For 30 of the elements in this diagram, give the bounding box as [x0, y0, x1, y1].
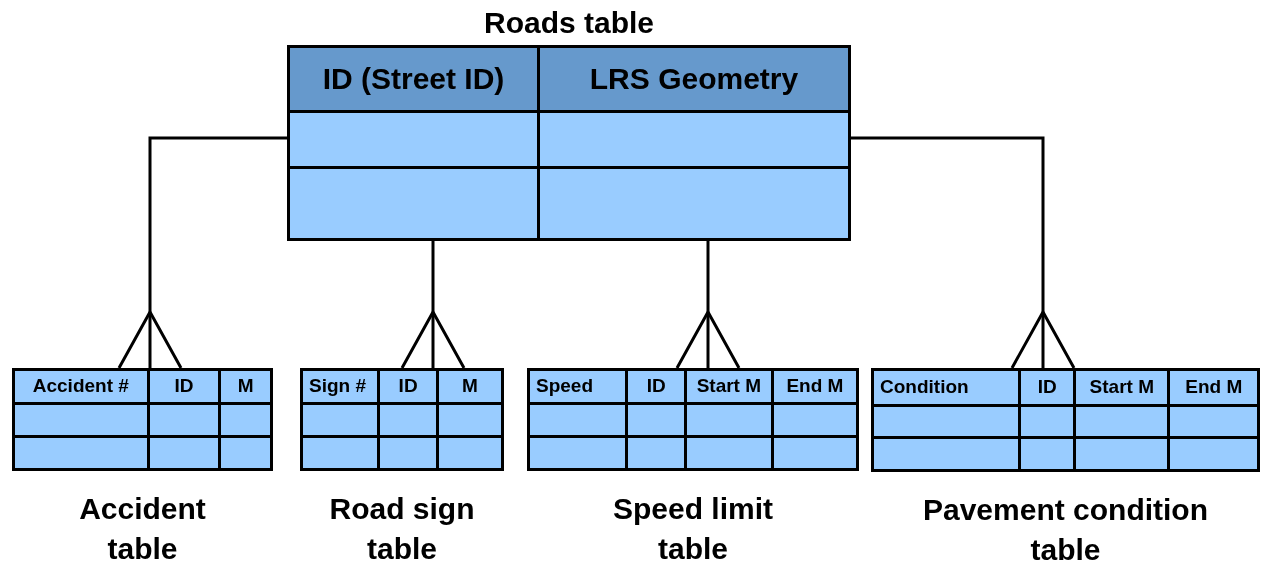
data-table	[300, 368, 504, 471]
table-title: Road sign table	[328, 491, 476, 567]
column-header: Condition	[874, 371, 1019, 404]
column-header: M	[221, 371, 270, 402]
column-header: Sign #	[303, 371, 378, 402]
relationship-line	[851, 136, 1076, 370]
column-header: ID	[628, 371, 684, 402]
column-header: Speed	[530, 371, 626, 402]
relationship-line	[675, 241, 741, 370]
column-header: Start M	[1076, 371, 1168, 404]
column-header: M	[438, 371, 501, 402]
relationship-line	[117, 136, 287, 370]
data-table	[871, 368, 1260, 472]
column-header: End M	[773, 371, 856, 402]
column-header: ID (Street ID)	[290, 48, 537, 110]
relationship-line	[400, 241, 466, 370]
table-title: Roads table	[482, 5, 655, 41]
column-header: ID	[1021, 371, 1074, 404]
table-title: Speed limit table	[611, 491, 774, 567]
column-header: ID	[380, 371, 436, 402]
column-header: LRS Geometry	[540, 48, 848, 110]
column-header: Accident #	[15, 371, 147, 402]
table-title: Pavement condition table	[921, 492, 1209, 567]
column-header: Start M	[686, 371, 771, 402]
data-table	[12, 368, 273, 471]
data-table	[287, 45, 851, 241]
column-header: ID	[149, 371, 219, 402]
table-title: Accident table	[78, 491, 207, 567]
data-table	[527, 368, 859, 471]
column-header: End M	[1170, 371, 1257, 404]
